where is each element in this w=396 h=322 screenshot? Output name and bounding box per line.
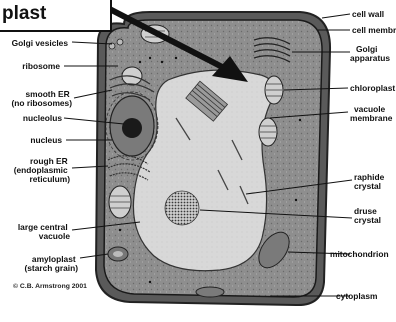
title-fragment-box: plast [0,0,112,32]
label-cell-wall: cell wall [352,9,384,19]
label-smooth-er: smooth ER (no ribosomes) [12,89,73,108]
label-golgi-vesicles: Golgi vesicles [12,38,69,48]
label-ribosome: ribosome [22,61,60,71]
label-cell-membrane: cell membrane [352,25,396,35]
label-vacuole-membrane: vacuole membrane [350,104,393,123]
label-cytoplasm: cytoplasm [336,291,377,301]
label-rough-er: rough ER (endoplasmic reticulum) [14,156,71,184]
label-chloroplast: chloroplast [350,83,395,93]
label-amyloplast: amyloplast (starch grain) [24,254,78,273]
label-raphide-crystal: raphide crystal [354,172,387,191]
label-large-central-vacuole: large central vacuole [18,222,70,241]
druse-crystal-shape [165,191,199,225]
label-mitochondrion: mitochondrion [330,249,389,259]
label-nucleus: nucleus [30,135,62,145]
nucleolus-shape [122,118,142,138]
label-druse-crystal: druse crystal [354,206,381,225]
label-nucleolus: nucleolus [23,113,62,123]
label-golgi-apparatus: Golgi apparatus [350,44,390,63]
copyright-text: © C.B. Armstrong 2001 [13,283,87,290]
